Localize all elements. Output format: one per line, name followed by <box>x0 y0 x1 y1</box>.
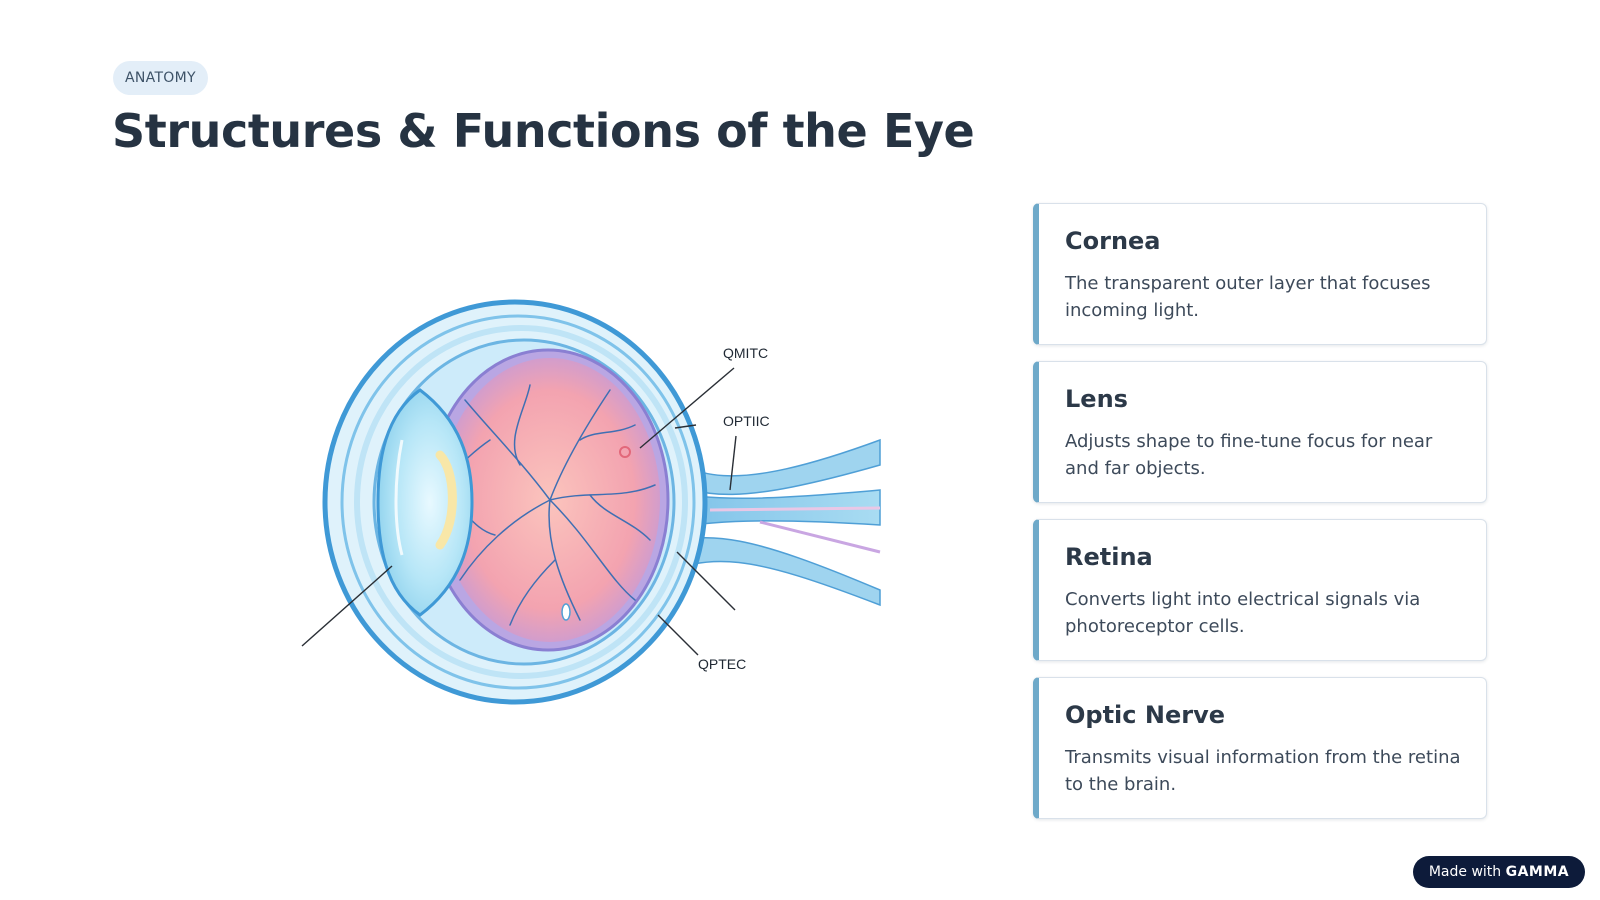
section-tag: ANATOMY <box>113 61 208 95</box>
structure-cards: Cornea The transparent outer layer that … <box>1033 203 1487 835</box>
page-title: Structures & Functions of the Eye <box>112 104 975 158</box>
card-optic-nerve: Optic Nerve Transmits visual information… <box>1033 677 1487 819</box>
diagram-label-optiic: OPTIIC <box>723 413 770 429</box>
card-description: The transparent outer layer that focuses… <box>1065 273 1431 321</box>
card-title: Cornea <box>1065 227 1161 255</box>
card-title: Optic Nerve <box>1065 701 1225 729</box>
eye-diagram: QMITC OPTIIC QPTEC <box>301 299 881 705</box>
card-lens: Lens Adjusts shape to fine-tune focus fo… <box>1033 361 1487 503</box>
diagram-label-qptec: QPTEC <box>698 656 746 672</box>
fovea-mark <box>619 446 631 458</box>
card-retina: Retina Converts light into electrical si… <box>1033 519 1487 661</box>
pointer-lines <box>301 367 737 656</box>
diagram-label-qmitc: QMITC <box>723 345 768 361</box>
card-description: Adjusts shape to fine-tune focus for nea… <box>1065 431 1433 479</box>
card-title: Retina <box>1065 543 1153 571</box>
card-title: Lens <box>1065 385 1128 413</box>
card-description: Converts light into electrical signals v… <box>1065 589 1421 637</box>
lens-shape <box>376 388 474 617</box>
badge-prefix: Made with <box>1428 864 1502 880</box>
card-description: Transmits visual information from the re… <box>1065 747 1461 795</box>
card-cornea: Cornea The transparent outer layer that … <box>1033 203 1487 345</box>
made-with-gamma-badge[interactable]: Made with GAMMA <box>1413 856 1585 888</box>
gamma-logo: GAMMA <box>1505 864 1570 880</box>
